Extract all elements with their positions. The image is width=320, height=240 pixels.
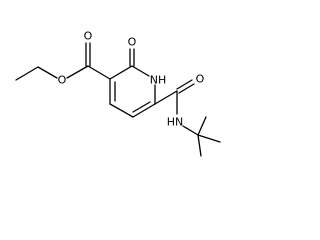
bond-tbu-methyl-right bbox=[197, 134, 221, 143]
atom-ring-ketone-oxygen: O bbox=[128, 36, 137, 49]
bond-ring-c3-c2 bbox=[109, 65, 133, 80]
bond-ring-c6-c5-a bbox=[132, 103, 156, 118]
bond-ring-c6-c5-b bbox=[132, 101, 151, 113]
bond-ring-amide-carbon bbox=[154, 90, 178, 105]
atom-amide-carbonyl-oxygen: O bbox=[196, 73, 205, 86]
bond-ring-c5-c4 bbox=[109, 103, 134, 118]
chemical-structure: O O O NH O HN bbox=[15, 30, 221, 157]
bond-ethyl-ch2-o bbox=[37, 66, 58, 79]
bond-tbu-methyl-down bbox=[197, 134, 202, 157]
atom-ring-nitrogen: NH bbox=[150, 74, 167, 87]
bond-ester-carbon-ring bbox=[87, 65, 111, 80]
atom-amide-nitrogen: HN bbox=[167, 116, 184, 129]
bond-ethyl-ch3-ch2 bbox=[15, 66, 39, 81]
bond-tbu-methyl-up bbox=[197, 116, 207, 136]
bond-ring-c2-n1 bbox=[131, 65, 150, 77]
bond-o-ester-carbon bbox=[66, 65, 89, 79]
bond-amide-carbonyl-b bbox=[178, 83, 195, 94]
atom-ester-carbonyl-oxygen: O bbox=[84, 30, 93, 43]
atom-ester-ether-oxygen: O bbox=[58, 74, 67, 87]
bond-amide-carbonyl-a bbox=[176, 79, 193, 90]
bond-amide-nitrogen-tbu bbox=[182, 125, 199, 136]
